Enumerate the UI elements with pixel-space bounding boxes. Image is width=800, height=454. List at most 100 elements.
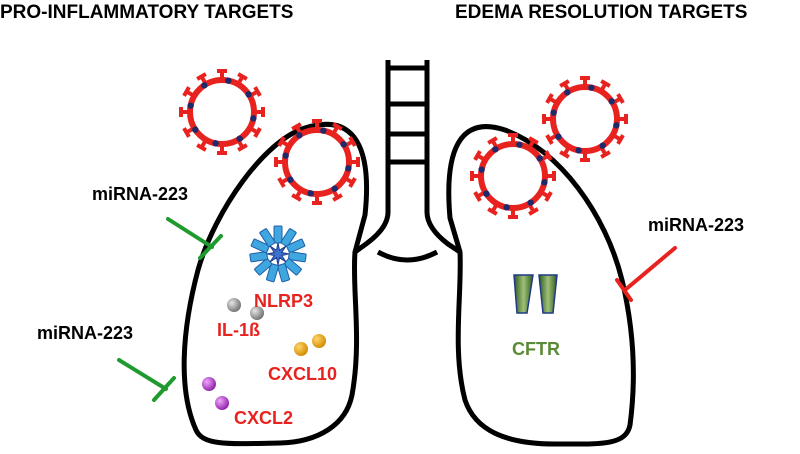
virus-spike-cap (253, 86, 262, 97)
virus-spike-cap (528, 136, 539, 145)
virus-spike-cap (473, 191, 482, 202)
label-cftr: CFTR (512, 339, 560, 359)
il1b-sphere-icon (227, 298, 241, 312)
virus-protein-dot (236, 135, 243, 142)
virus-protein-dot (225, 77, 232, 84)
virus-spike-cap (332, 122, 343, 131)
trachea-rings (388, 65, 427, 165)
cxcl2-sphere-icon (215, 396, 229, 410)
heading-edema-resolution: EDEMA RESOLUTION TARGETS (455, 2, 747, 23)
virus-protein-dot (192, 126, 199, 133)
virus-spike-cap (291, 122, 302, 131)
virus-spike-cap (559, 150, 570, 159)
virus-spike-cap (616, 134, 625, 145)
inhibitor-right (615, 246, 677, 302)
virus-protein-dot (331, 185, 338, 192)
virus-protein-dot (187, 102, 194, 109)
virus-membrane (282, 127, 352, 197)
coronavirus-icon (179, 69, 265, 155)
nlrp3-subunit (254, 258, 273, 276)
virus-protein-dot (599, 142, 606, 149)
virus-spike-cap (487, 207, 498, 216)
virus-protein-dot (483, 190, 490, 197)
label-cxcl10: CXCL10 (268, 364, 337, 384)
cxcl10-sphere-icon (312, 334, 326, 348)
virus-spike-cap (291, 193, 302, 202)
virus-protein-dot (340, 141, 347, 148)
nlrp3-subunit (283, 258, 302, 276)
cxcl2-spheres (202, 377, 229, 410)
virus-spike-cap (332, 193, 343, 202)
virus-spike-cap (237, 72, 248, 81)
virus-membrane (478, 141, 548, 211)
coronavirus-icon (274, 119, 360, 205)
virus-spike-cap (544, 150, 553, 161)
cftr-channel-icon (513, 274, 558, 314)
virus-membrane (550, 84, 620, 154)
inhibitor-lower-left (117, 358, 176, 402)
virus-protein-dot (307, 190, 314, 197)
heading-pro-inflammatory: PRO-INFLAMMATORY TARGETS (0, 2, 293, 23)
nlrp3-inflammasome-icon (249, 225, 307, 283)
virus-protein-dot (555, 133, 562, 140)
cftr-subunit-right (538, 274, 558, 314)
virus-protein-dot (516, 141, 523, 148)
nlrp3-subunit (249, 251, 269, 263)
virus-protein-dot (492, 146, 499, 153)
cftr-subunit-left (513, 274, 534, 314)
nlrp3-subunit (280, 228, 297, 248)
cxcl2-sphere-icon (202, 377, 216, 391)
label-cxcl2: CXCL2 (234, 408, 293, 428)
mirna-label-right: miRNA-223 (648, 215, 744, 235)
virus-protein-dot (550, 109, 557, 116)
virus-spike-cap (348, 136, 357, 147)
virus-spike-cap (182, 127, 191, 138)
inhibitor-upper-left (166, 217, 223, 260)
virus-spike-cap (545, 134, 554, 145)
trachea (353, 60, 462, 263)
virus-protein-dot (287, 176, 294, 183)
label-il1b: IL-1ß (217, 320, 260, 340)
virus-spike-cap (277, 136, 286, 147)
virus-protein-dot (613, 122, 620, 129)
virus-protein-dot (245, 91, 252, 98)
virus-spike-cap (237, 143, 248, 152)
virus-protein-dot (296, 132, 303, 139)
virus-protein-dot (282, 152, 289, 159)
virus-membrane (187, 77, 257, 147)
virus-protein-dot (250, 115, 257, 122)
nlrp3-subunit (266, 263, 279, 283)
virus-protein-dot (503, 204, 510, 211)
virus-spike-cap (253, 127, 262, 138)
virus-spike-cap (545, 93, 554, 104)
il1b-sphere-icon (250, 306, 264, 320)
virus-protein-dot (575, 147, 582, 154)
coronavirus-icon (542, 76, 628, 162)
virus-protein-dot (320, 127, 327, 134)
virus-spike-cap (182, 86, 191, 97)
virus-spike-cap (600, 79, 611, 88)
virus-spike-cap (277, 177, 286, 188)
nlrp3-core (266, 242, 290, 266)
virus-protein-dot (527, 199, 534, 206)
nlrp3-subunit (250, 238, 270, 254)
virus-spike-cap (559, 79, 570, 88)
mirna-label-lower-left: miRNA-223 (37, 323, 133, 343)
virus-spike-cap (600, 150, 611, 159)
virus-protein-dot (541, 179, 548, 186)
nlrp3-subunit (277, 263, 290, 283)
virus-spike-cap (528, 207, 539, 216)
il1b-spheres (227, 298, 264, 320)
left-lung (181, 121, 370, 447)
virus-protein-dot (588, 84, 595, 91)
virus-spike-cap (196, 143, 207, 152)
virus-spike-cap (348, 177, 357, 188)
virus-spike-cap (473, 150, 482, 161)
virus-group (179, 69, 628, 219)
virus-protein-dot (478, 166, 485, 173)
virus-protein-dot (345, 165, 352, 172)
virus-protein-dot (564, 89, 571, 96)
cxcl10-spheres (294, 334, 326, 356)
virus-spike-cap (544, 191, 553, 202)
